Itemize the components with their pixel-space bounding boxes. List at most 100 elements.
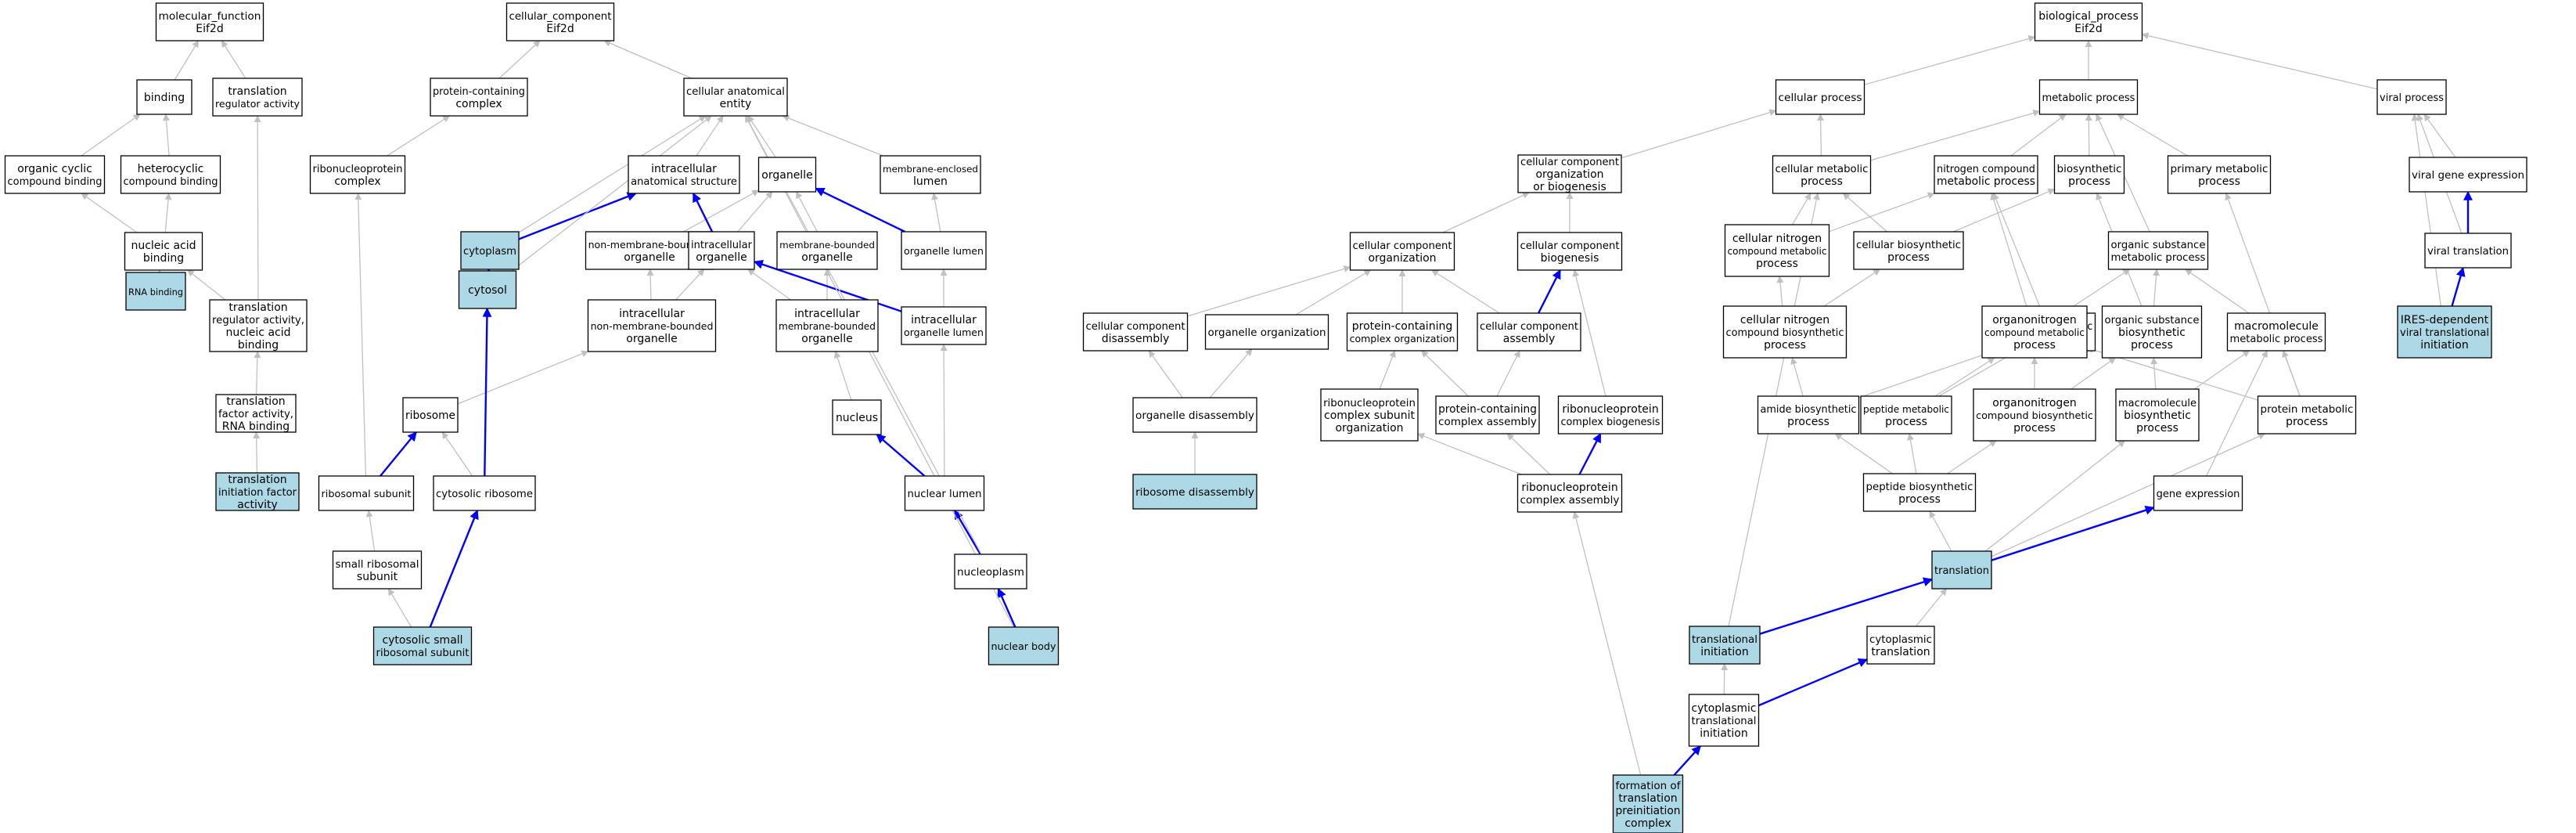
node-ribosome[interactable]: ribosome: [402, 397, 459, 433]
node-box: [901, 231, 987, 270]
node-org_org[interactable]: organelle organization: [1204, 314, 1329, 350]
edge-line: [815, 187, 906, 233]
node-binding[interactable]: binding: [136, 79, 192, 115]
node-ftpc[interactable]: formation oftranslationpreinitiationcomp…: [1612, 774, 1684, 833]
node-label-line: translation: [1618, 792, 1677, 805]
node-ribo_dis[interactable]: ribosome disassembly: [1132, 474, 1257, 510]
node-label-line: initiation: [1700, 727, 1747, 740]
node-viral_proc[interactable]: viral process: [2376, 79, 2447, 115]
node-org_lumen[interactable]: organelle lumen: [901, 231, 987, 270]
node-nuc_body[interactable]: nuclear body: [988, 626, 1060, 665]
node-met_proc[interactable]: metabolic process: [2038, 79, 2139, 115]
edge-pcca-to-cca: [1496, 350, 1520, 397]
edge-line: [1791, 193, 1811, 225]
node-label-line: complex assembly: [1438, 416, 1537, 428]
edge-cncbp-to-cncmp: [1776, 276, 1784, 307]
node-label-line: nucleus: [836, 412, 878, 424]
node-ribo_sub[interactable]: ribosomal subunit: [318, 475, 415, 511]
node-label-line: regulator activity,: [212, 315, 304, 326]
node-cell_proc[interactable]: cellular process: [1775, 79, 1865, 115]
node-box: [1435, 395, 1540, 435]
node-icnmbo[interactable]: intracellularnon-membrane-boundedorganel…: [587, 299, 717, 352]
node-box: [2397, 305, 2492, 359]
node-nucleus[interactable]: nucleus: [832, 399, 882, 435]
node-label-line: cellular_component: [509, 11, 612, 23]
node-vge[interactable]: viral gene expression: [2409, 157, 2527, 193]
node-label-line: protein-containing: [433, 86, 525, 98]
node-nucleoplasm[interactable]: nucleoplasm: [954, 554, 1027, 590]
node-cyto_ribo[interactable]: cytosolic ribosome: [433, 475, 536, 511]
edge-line: [1621, 109, 1777, 159]
node-box: [2107, 231, 2209, 270]
edge-trans_init-to-translation: [1759, 577, 1934, 635]
node-label-line: subunit: [357, 571, 398, 583]
node-box: [1517, 154, 1622, 193]
node-rna_binding[interactable]: RNA binding: [125, 272, 186, 311]
node-cytoplasm[interactable]: cytoplasm: [460, 231, 520, 270]
node-box: [458, 270, 517, 309]
node-nuc_lumen[interactable]: nuclear lumen: [904, 475, 985, 511]
node-vt[interactable]: viral translation: [2424, 233, 2512, 269]
node-organelle[interactable]: organelle: [757, 157, 817, 193]
node-gene_expr[interactable]: gene expression: [2153, 475, 2243, 511]
node-translation[interactable]: translation: [1931, 550, 1992, 590]
node-org_dis[interactable]: organelle disassembly: [1132, 397, 1257, 433]
node-cytosol[interactable]: cytosol: [458, 270, 517, 309]
node-label-line: process: [1887, 251, 1930, 264]
edge-line: [1148, 350, 1183, 398]
edge-org_dis-to-ccd: [1148, 350, 1183, 398]
